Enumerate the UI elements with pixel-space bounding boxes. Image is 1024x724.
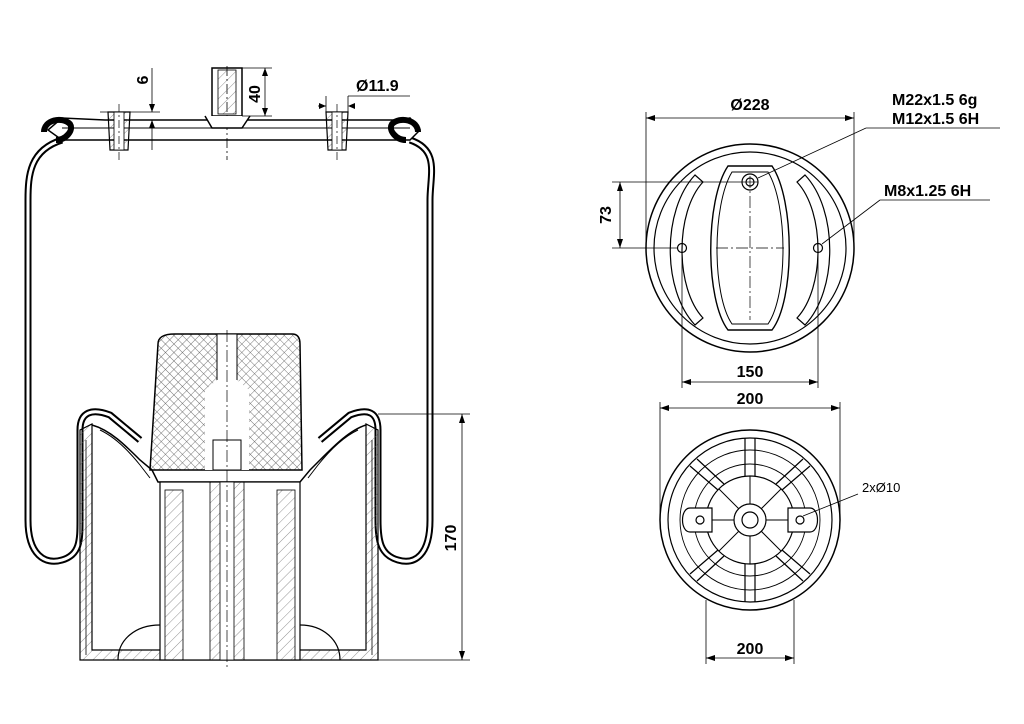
dim-stud-height: 40: [247, 85, 264, 103]
left-mount-ear: [681, 507, 713, 533]
callout-thread-main: M22x1.5 6g: [892, 92, 977, 109]
dim-bolt-hole: Ø11.9: [356, 78, 399, 95]
callout-mount-holes: 2xØ10: [862, 480, 900, 495]
dim-stud-offset: 73: [598, 206, 615, 224]
center-slot: [710, 165, 790, 331]
side-section-view: [24, 66, 470, 670]
bottom-plan-view: [659, 402, 859, 664]
callout-thread-inner: M12x1.5 6H: [892, 111, 979, 128]
dim-bolt-spacing: 150: [737, 364, 764, 381]
callout-thread-side: M8x1.25 6H: [884, 183, 971, 200]
dim-piston-height: 170: [443, 525, 460, 552]
piston-ribs: [689, 438, 811, 602]
dim-base-width-bottom: 200: [737, 641, 764, 658]
dim-plate-diameter: Ø228: [730, 97, 769, 114]
dim-plate-thickness: 6: [135, 75, 152, 84]
right-mount-ear: [787, 507, 819, 533]
top-plan-view: [612, 112, 1000, 388]
dim-base-width-top: 200: [737, 391, 764, 408]
